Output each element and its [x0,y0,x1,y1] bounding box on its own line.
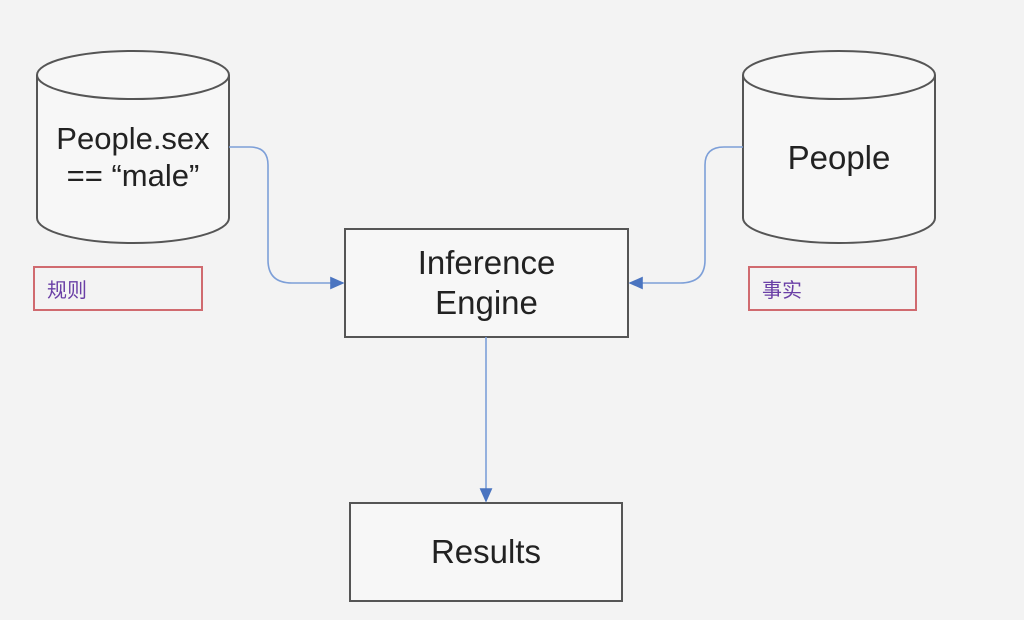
inference-engine-box [344,228,629,338]
facts-db-label: People [787,139,891,177]
rules-to-engine-connector [229,146,345,290]
facts-tag: 事实 [748,266,917,311]
rules-db-line2: == “male” [66,158,200,193]
rules-db-line1: People.sex [56,120,210,156]
rules-cylinder [36,50,230,244]
rules-db-label: People.sex == “male” [37,112,229,202]
results-label: Results [430,533,542,571]
engine-line2: Engine [435,284,538,321]
rules-tag: 规则 [33,266,203,311]
results-box [349,502,623,602]
engine-label: Inference Engine [345,229,628,337]
facts-to-engine-connector [628,146,743,290]
engine-line1: Inference [417,244,556,282]
facts-cylinder [742,50,936,244]
